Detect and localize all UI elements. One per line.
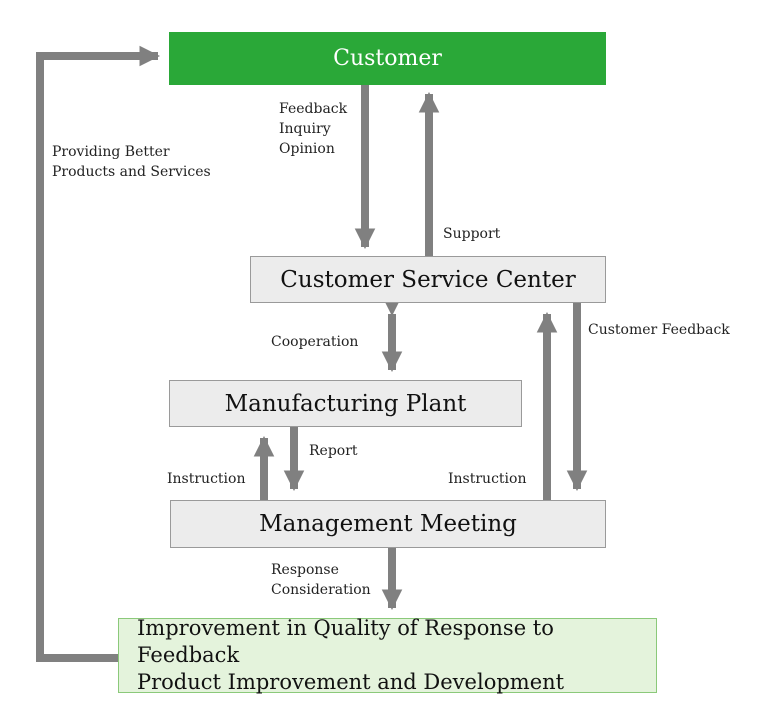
customer-label: Customer [333, 46, 442, 71]
opinion-label: Opinion [279, 141, 335, 157]
response-consideration-label: Response Consideration [271, 560, 371, 600]
providing-better-label: Providing Better Products and Services [52, 142, 211, 182]
manufacturing-plant-label: Manufacturing Plant [224, 390, 467, 417]
management-meeting-box: Management Meeting [170, 500, 606, 548]
feedback-label: Feedback [279, 101, 348, 117]
manufacturing-plant-box: Manufacturing Plant [169, 380, 522, 427]
customer-box: Customer [169, 32, 606, 85]
instruction-left-label: Instruction [167, 471, 246, 487]
inquiry-label: Inquiry [279, 121, 331, 137]
support-label: Support [443, 226, 501, 242]
providing-better-line-2: Products and Services [52, 164, 211, 180]
arrow-loop-back [36, 45, 161, 662]
cooperation-label: Cooperation [271, 334, 359, 350]
improvement-line-1: Improvement in Quality of Response to Fe… [137, 616, 554, 667]
customer-service-center-box: Customer Service Center [250, 256, 606, 303]
feedback-inquiry-opinion-label: Feedback Inquiry Opinion [279, 99, 347, 159]
instruction-right-label: Instruction [448, 471, 527, 487]
improvement-box: Improvement in Quality of Response to Fe… [118, 616, 657, 694]
response-label: Response [271, 562, 339, 578]
consideration-label: Consideration [271, 582, 371, 598]
customer-feedback-label: Customer Feedback [588, 322, 730, 338]
report-label: Report [309, 443, 358, 459]
providing-better-line-1: Providing Better [52, 144, 170, 160]
improvement-line-2: Product Improvement and Development [137, 670, 565, 694]
management-meeting-label: Management Meeting [259, 511, 517, 537]
customer-service-center-label: Customer Service Center [280, 266, 576, 293]
